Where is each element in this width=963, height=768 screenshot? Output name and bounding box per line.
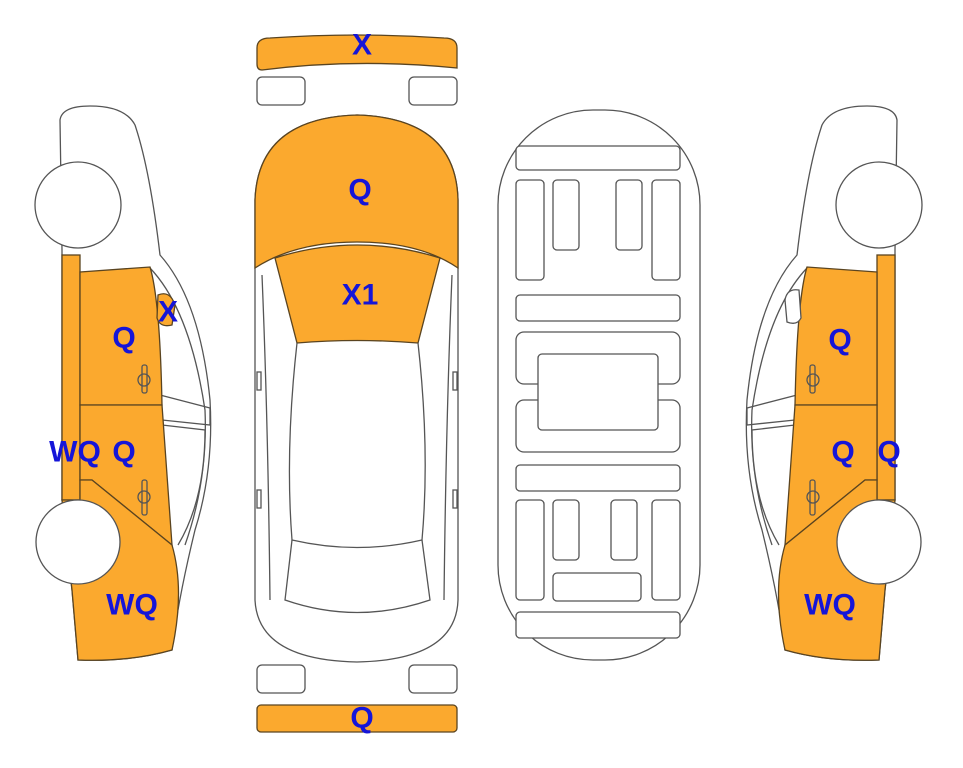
left-rear-wheel — [35, 499, 121, 585]
label-right-rear-quarter: WQ — [804, 589, 856, 622]
label-left-rear-quarter: WQ — [106, 589, 158, 622]
label-right-front-door: Q — [828, 324, 851, 357]
headlight-left — [256, 76, 306, 106]
hood — [254, 114, 459, 270]
label-windshield: X1 — [342, 279, 379, 312]
left-mirror — [156, 293, 176, 327]
label-right-rear-door: Q — [831, 436, 854, 469]
label-left-front-door: Q — [112, 322, 135, 355]
right-side-view — [745, 105, 923, 661]
label-front-bumper: X — [352, 29, 372, 62]
label-left-pillar: WQ — [49, 436, 101, 469]
label-left-rear-door: Q — [112, 436, 135, 469]
left-front-wheel — [34, 161, 122, 249]
taillight-right — [408, 664, 458, 694]
underside-view — [497, 109, 701, 661]
label-rear-bumper: Q — [350, 702, 373, 735]
top-view — [254, 34, 459, 733]
label-right-pillar: Q — [877, 436, 900, 469]
label-hood: Q — [348, 174, 371, 207]
windshield — [274, 244, 441, 344]
headlight-right — [408, 76, 458, 106]
front-bumper — [256, 34, 458, 71]
damage-labels: X Q X1 Q X Q WQ Q WQ Q Q Q WQ — [49, 29, 901, 735]
left-side-view — [34, 105, 212, 661]
label-left-mirror: X — [158, 296, 178, 329]
left-door-handles — [137, 364, 151, 516]
taillight-left — [256, 664, 306, 694]
rear-bumper — [256, 704, 458, 733]
